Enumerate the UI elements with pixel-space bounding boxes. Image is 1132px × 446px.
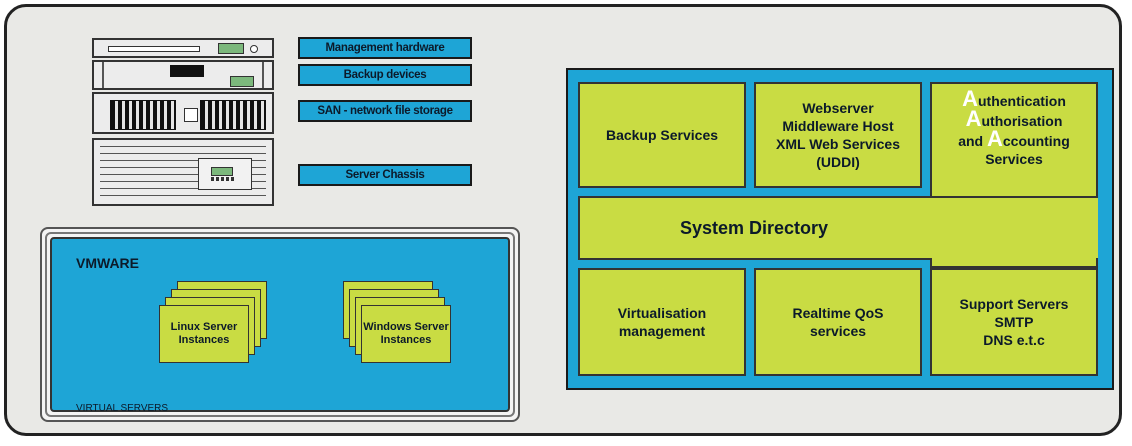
san-storage-label: SAN - network file storage bbox=[298, 100, 472, 122]
support-line: SMTP bbox=[994, 314, 1034, 330]
server-chassis-label: Server Chassis bbox=[298, 164, 472, 186]
auth-text: uthentication bbox=[978, 93, 1066, 109]
backup-services-box: Backup Services bbox=[578, 82, 746, 188]
virtualisation-box: Virtualisation management bbox=[578, 268, 746, 376]
backup-services-label: Backup Services bbox=[605, 127, 719, 143]
webserver-line: (UDDI) bbox=[816, 154, 860, 170]
webserver-line: Webserver bbox=[802, 100, 874, 116]
aaa-line-1: Authentication bbox=[958, 88, 1070, 110]
backup-devices-label: Backup devices bbox=[298, 64, 472, 86]
management-hardware-label: Management hardware bbox=[298, 37, 472, 59]
and-text: and bbox=[958, 133, 987, 149]
support-servers-box: Support Servers SMTP DNS e.t.c bbox=[930, 268, 1098, 376]
authorisation-letter: A bbox=[965, 106, 982, 131]
windows-server-instances: Windows Server Instances bbox=[361, 305, 451, 363]
virtual-servers-caption: VIRTUAL SERVERS bbox=[76, 403, 169, 414]
backup-devices-unit bbox=[92, 60, 274, 90]
authorisation-text: uthorisation bbox=[981, 113, 1063, 129]
accounting-text: ccounting bbox=[1002, 133, 1070, 149]
virtualisation-line: Virtualisation bbox=[617, 305, 707, 321]
server-chassis-unit bbox=[92, 138, 274, 206]
aaa-line-3: and Accounting bbox=[958, 128, 1070, 150]
vmware-title: VMWARE bbox=[76, 255, 139, 271]
vmware-panel: VMWARE Linux Server Instances Windows Se… bbox=[40, 227, 520, 422]
services-panel: Backup Services Webserver Middleware Hos… bbox=[566, 68, 1114, 390]
management-hardware-unit bbox=[92, 38, 274, 58]
qos-line: services bbox=[809, 323, 867, 339]
support-line: DNS e.t.c bbox=[983, 332, 1045, 348]
system-directory-text: System Directory bbox=[679, 217, 829, 238]
auth-letter: A bbox=[962, 86, 978, 111]
webserver-box: Webserver Middleware Host XML Web Servic… bbox=[754, 82, 922, 188]
qos-line: Realtime QoS bbox=[792, 305, 884, 321]
virtualisation-line: management bbox=[618, 323, 706, 339]
webserver-line: XML Web Services bbox=[776, 136, 900, 152]
support-line: Support Servers bbox=[959, 296, 1069, 312]
qos-box: Realtime QoS services bbox=[754, 268, 922, 376]
vmware-panel-inner: VMWARE Linux Server Instances Windows Se… bbox=[50, 237, 510, 414]
webserver-line: Middleware Host bbox=[782, 118, 894, 134]
aaa-services-word: Services bbox=[985, 151, 1043, 167]
merge-patch bbox=[932, 198, 1096, 266]
aaa-line-2: Authorisation bbox=[958, 108, 1070, 130]
san-storage-unit bbox=[92, 92, 274, 134]
vmware-panel-border: VMWARE Linux Server Instances Windows Se… bbox=[45, 232, 515, 417]
accounting-letter: A bbox=[987, 126, 1003, 151]
linux-server-instances: Linux Server Instances bbox=[159, 305, 249, 363]
